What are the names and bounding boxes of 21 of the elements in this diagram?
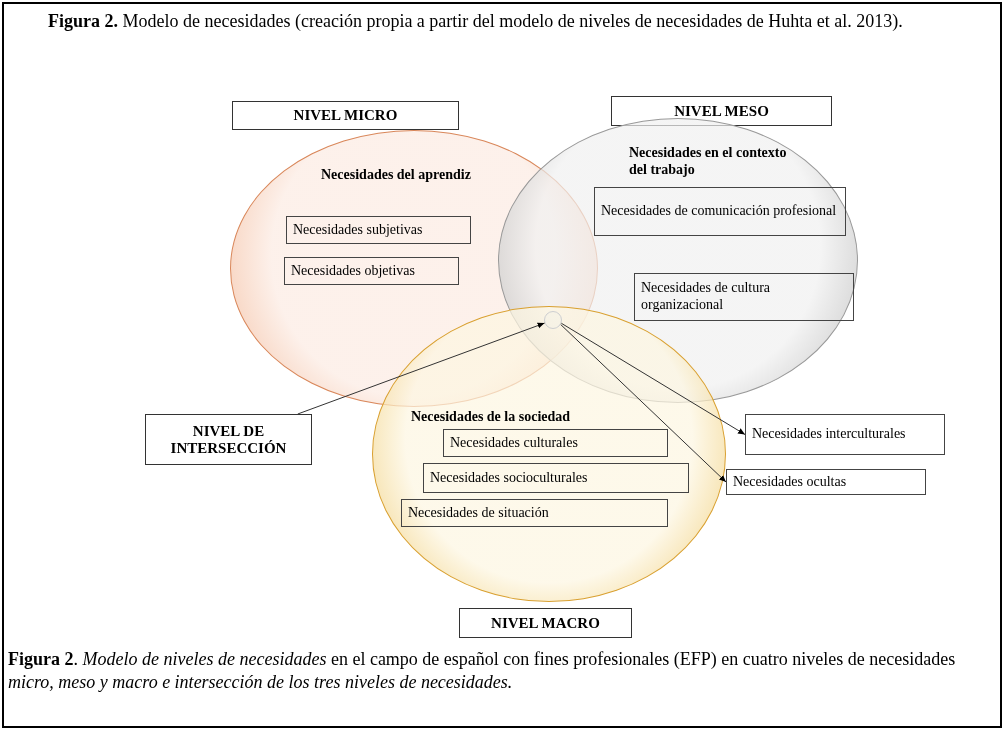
arrow: [297, 322, 546, 415]
level-label-box: NIVEL MACRO: [459, 608, 632, 638]
figure-title: Figura 2. Modelo de necesidades (creación propia a partir del modelo de niveles de necesidades de Huhta et al. 2013).: [47, 10, 904, 33]
circle-heading: Necesidades en el contexto del trabajo: [629, 145, 788, 179]
need-box: Necesidades de comunicación profesional: [594, 187, 846, 236]
arrow: [560, 322, 746, 435]
level-label-box: NIVEL MESO: [611, 96, 832, 126]
need-box: Necesidades de situación: [401, 499, 668, 527]
need-box: Necesidades interculturales: [745, 414, 945, 455]
level-label-box: NIVEL DE INTERSECCIÓN: [145, 414, 312, 465]
need-box: Necesidades culturales: [443, 429, 668, 457]
circle-heading: Necesidades de la sociedad: [411, 409, 572, 426]
need-box: Necesidades ocultas: [726, 469, 926, 495]
figure-caption: Figura 2. Modelo de niveles de necesidades en el campo de español con fines profesionales (EFP) en cuatro niveles de necesidades micro, meso y macro e intersección de los tres niveles de necesidades.: [8, 648, 957, 695]
level-label-box: NIVEL MICRO: [232, 101, 459, 130]
need-box: Necesidades subjetivas: [286, 216, 471, 244]
circle-heading: Necesidades del aprendiz: [321, 167, 471, 184]
need-box: Necesidades de cultura organizacional: [634, 273, 854, 321]
need-box: Necesidades objetivas: [284, 257, 459, 285]
arrow: [560, 324, 727, 483]
need-box: Necesidades socioculturales: [423, 463, 689, 493]
